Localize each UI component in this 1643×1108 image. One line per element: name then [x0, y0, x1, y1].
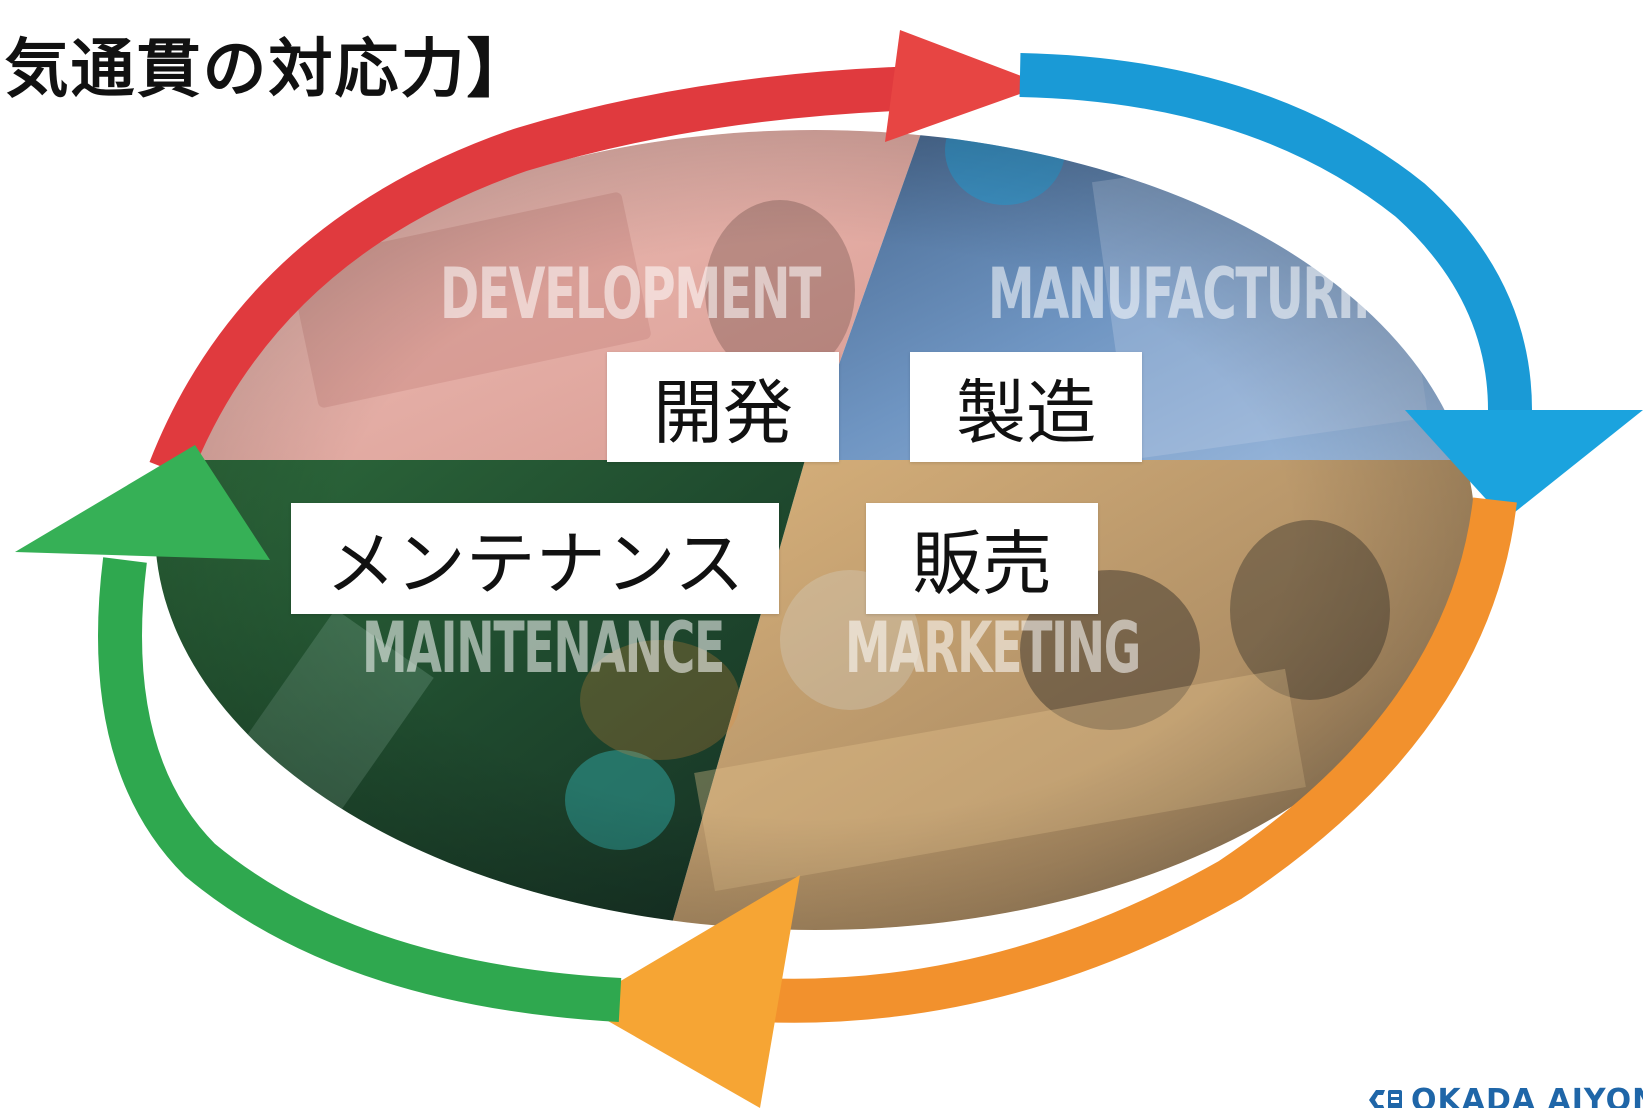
maintenance-en-label: MAINTENANCE	[362, 607, 724, 689]
page-title: -気通貫の対応力】	[0, 33, 533, 107]
orange-arrow-band	[759, 497, 1517, 1023]
marketing-en-label: MARKETING	[845, 607, 1140, 689]
manufacturing-jp-label: 製造	[910, 352, 1142, 462]
red-arrowhead	[885, 30, 1045, 142]
blue-arrow-band	[1019, 53, 1532, 411]
blue-arrowhead	[1405, 410, 1643, 520]
development-en-label: DEVELOPMENT	[440, 253, 822, 335]
maintenance-jp-label: メンテナンス	[291, 503, 779, 614]
orange-arrowhead	[580, 875, 800, 1108]
green-arrow-band	[98, 557, 622, 1022]
development-jp-label: 開発	[607, 352, 839, 462]
logo-text: OKADA AIYON CO	[1411, 1083, 1643, 1108]
company-logo: OKADA AIYON CO	[1365, 1082, 1643, 1108]
manufacturing-en-label: MANUFACTURING	[988, 253, 1428, 335]
marketing-jp-label: 販売	[866, 503, 1098, 614]
logo-mark-icon	[1369, 1090, 1402, 1108]
green-arrowhead	[15, 445, 270, 560]
red-arrow-band	[149, 66, 921, 479]
